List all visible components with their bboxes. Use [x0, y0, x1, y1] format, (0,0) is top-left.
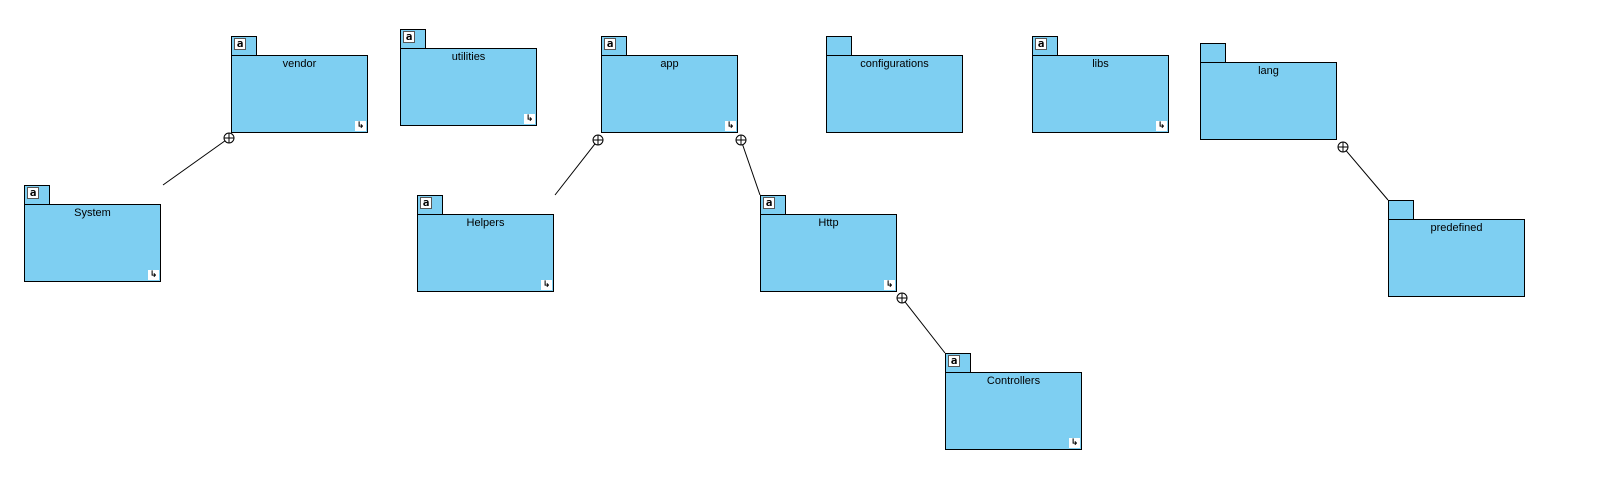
- package-tab: a: [945, 353, 971, 373]
- containment-plus-icon: [736, 135, 746, 145]
- package-body: lang: [1200, 62, 1337, 140]
- package-tab: a: [601, 36, 627, 56]
- link-icon[interactable]: ↳: [524, 114, 535, 124]
- package-tab: [826, 36, 852, 56]
- package-name: lang: [1258, 65, 1279, 77]
- package-tab: [1200, 43, 1226, 63]
- package-tab: [1388, 200, 1414, 220]
- link-icon[interactable]: ↳: [541, 280, 552, 290]
- containment-plus-icon: [897, 293, 907, 303]
- package-name: libs: [1092, 58, 1109, 70]
- containment-line-app-helpers[interactable]: [554, 143, 596, 196]
- package-name: Helpers: [466, 217, 505, 229]
- containment-line-app-http[interactable]: [742, 144, 761, 196]
- package-name: vendor: [282, 58, 317, 70]
- package-body: System ↳: [24, 204, 161, 282]
- namespace-icon: a: [763, 197, 775, 209]
- namespace-icon: a: [234, 38, 246, 50]
- package-tab: a: [760, 195, 786, 215]
- package-tab: a: [24, 185, 50, 205]
- containment-line-vendor-system[interactable]: [162, 140, 226, 186]
- package-body: predefined: [1388, 219, 1525, 297]
- link-icon[interactable]: ↳: [725, 121, 736, 131]
- package-tab: a: [400, 29, 426, 49]
- link-icon[interactable]: ↳: [148, 270, 159, 280]
- namespace-icon: a: [420, 197, 432, 209]
- namespace-icon: a: [1035, 38, 1047, 50]
- package-tab: a: [231, 36, 257, 56]
- package-name: utilities: [451, 51, 486, 63]
- containment-plus-icon: [1338, 142, 1348, 152]
- package-tab: a: [417, 195, 443, 215]
- package-body: app ↳: [601, 55, 738, 133]
- namespace-icon: a: [604, 38, 616, 50]
- containment-plus-icon: [593, 135, 603, 145]
- link-icon[interactable]: ↳: [1069, 438, 1080, 448]
- containment-plus-icon: [224, 133, 234, 143]
- namespace-icon: a: [403, 31, 415, 43]
- namespace-icon: a: [948, 355, 960, 367]
- package-body: Controllers ↳: [945, 372, 1082, 450]
- namespace-icon: a: [27, 187, 39, 199]
- package-name: Http: [818, 217, 839, 229]
- package-body: configurations: [826, 55, 963, 133]
- containment-line-lang-predefined[interactable]: [1345, 150, 1389, 201]
- package-tab: a: [1032, 36, 1058, 56]
- package-body: vendor ↳: [231, 55, 368, 133]
- containment-line-http-controllers[interactable]: [904, 301, 946, 354]
- package-name: configurations: [860, 58, 929, 70]
- package-body: Http ↳: [760, 214, 897, 292]
- package-name: predefined: [1430, 222, 1483, 234]
- link-icon[interactable]: ↳: [355, 121, 366, 131]
- package-body: utilities ↳: [400, 48, 537, 126]
- package-body: libs ↳: [1032, 55, 1169, 133]
- package-name: app: [660, 58, 679, 70]
- link-icon[interactable]: ↳: [1156, 121, 1167, 131]
- package-body: Helpers ↳: [417, 214, 554, 292]
- link-icon[interactable]: ↳: [884, 280, 895, 290]
- package-name: System: [74, 207, 111, 219]
- package-name: Controllers: [986, 375, 1041, 387]
